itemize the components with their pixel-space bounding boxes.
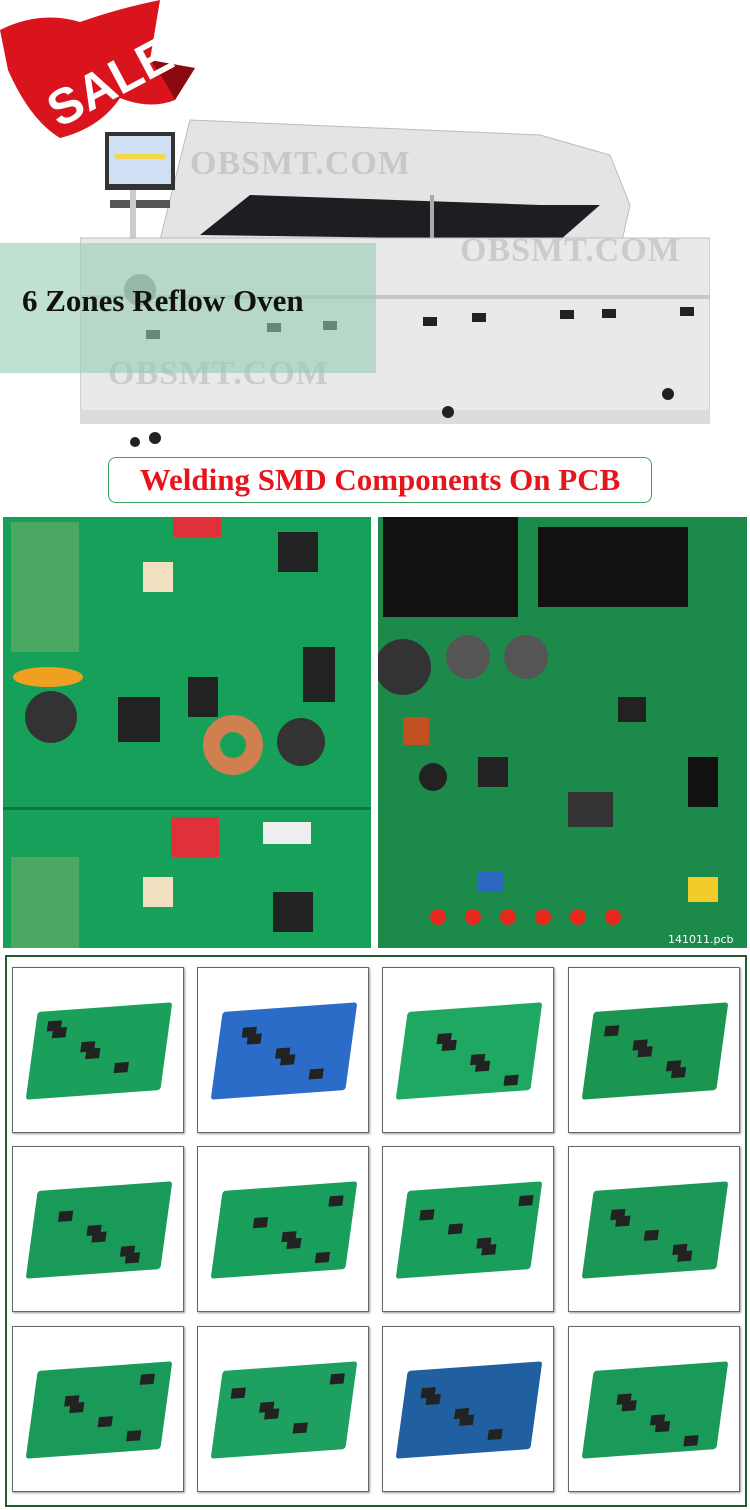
component [677, 1250, 693, 1262]
component [69, 1401, 85, 1414]
component [518, 1195, 534, 1207]
watermark: OBSMT.COM [190, 145, 411, 182]
component [474, 1060, 491, 1072]
component [252, 1217, 269, 1229]
sale-ribbon-badge: SALE [0, 0, 195, 138]
gallery-item[interactable] [197, 1146, 369, 1312]
component [126, 1430, 142, 1442]
component [329, 1373, 345, 1385]
gallery-item[interactable] [12, 1146, 184, 1312]
component [57, 1210, 74, 1222]
component [124, 1252, 141, 1264]
component [643, 1229, 659, 1241]
pcb-board-image [395, 1361, 543, 1459]
component [292, 1422, 308, 1434]
pcb-closeup-left-graphic [3, 517, 371, 948]
component [615, 1215, 631, 1227]
component [264, 1408, 280, 1420]
pcb-board-image [395, 1002, 543, 1100]
pcb-board-image [210, 1002, 358, 1100]
headline-overlay [0, 243, 376, 373]
gallery-item[interactable] [12, 1326, 184, 1492]
component [328, 1195, 344, 1207]
component [314, 1251, 331, 1264]
pcb-board-image [210, 1361, 358, 1459]
component [683, 1435, 699, 1447]
component [286, 1237, 302, 1250]
gallery-item[interactable] [568, 1326, 740, 1492]
pcb-closeup-right: 141011.pcb [378, 517, 747, 948]
pcb-board-image [210, 1181, 358, 1279]
component [458, 1414, 475, 1426]
pcb-board-image [25, 1002, 173, 1100]
component [97, 1416, 113, 1428]
component [654, 1421, 671, 1433]
component [621, 1400, 637, 1412]
component [487, 1428, 503, 1440]
component [637, 1046, 653, 1058]
pcb-closeup-left [3, 517, 371, 948]
gallery-item[interactable] [12, 967, 184, 1133]
component [503, 1074, 519, 1086]
gallery-item[interactable] [382, 1326, 554, 1492]
component [280, 1054, 296, 1066]
component [441, 1039, 457, 1051]
component [51, 1027, 67, 1039]
component [230, 1387, 246, 1399]
component [85, 1047, 101, 1060]
subtitle-box: Welding SMD Components On PCB [108, 457, 652, 503]
gallery-item[interactable] [568, 1146, 740, 1312]
component [139, 1373, 155, 1385]
component [447, 1223, 464, 1235]
component [91, 1231, 107, 1243]
component [246, 1033, 262, 1045]
pcb-board-image [581, 1181, 729, 1279]
component [670, 1066, 687, 1079]
pcb-board-image [25, 1181, 173, 1279]
component [481, 1244, 497, 1256]
component [425, 1393, 441, 1406]
component [113, 1061, 129, 1074]
pcb-board-image [581, 1361, 729, 1459]
pcb-board-image [581, 1002, 729, 1100]
pcb-board-image [25, 1361, 173, 1459]
pcb-closeup-right-graphic: 141011.pcb [378, 517, 747, 948]
watermark: OBSMT.COM [460, 232, 681, 269]
pcb-board-image [395, 1181, 543, 1279]
pcb-silkscreen-label: 141011.pcb [668, 933, 734, 946]
headline: 6 Zones Reflow Oven [22, 283, 304, 318]
component [604, 1025, 620, 1037]
pcb-gallery [5, 955, 747, 1507]
gallery-item[interactable] [197, 967, 369, 1133]
gallery-item[interactable] [568, 967, 740, 1133]
gallery-item[interactable] [197, 1326, 369, 1492]
component [419, 1209, 435, 1221]
gallery-item[interactable] [382, 967, 554, 1133]
component [308, 1068, 324, 1080]
gallery-item[interactable] [382, 1146, 554, 1312]
